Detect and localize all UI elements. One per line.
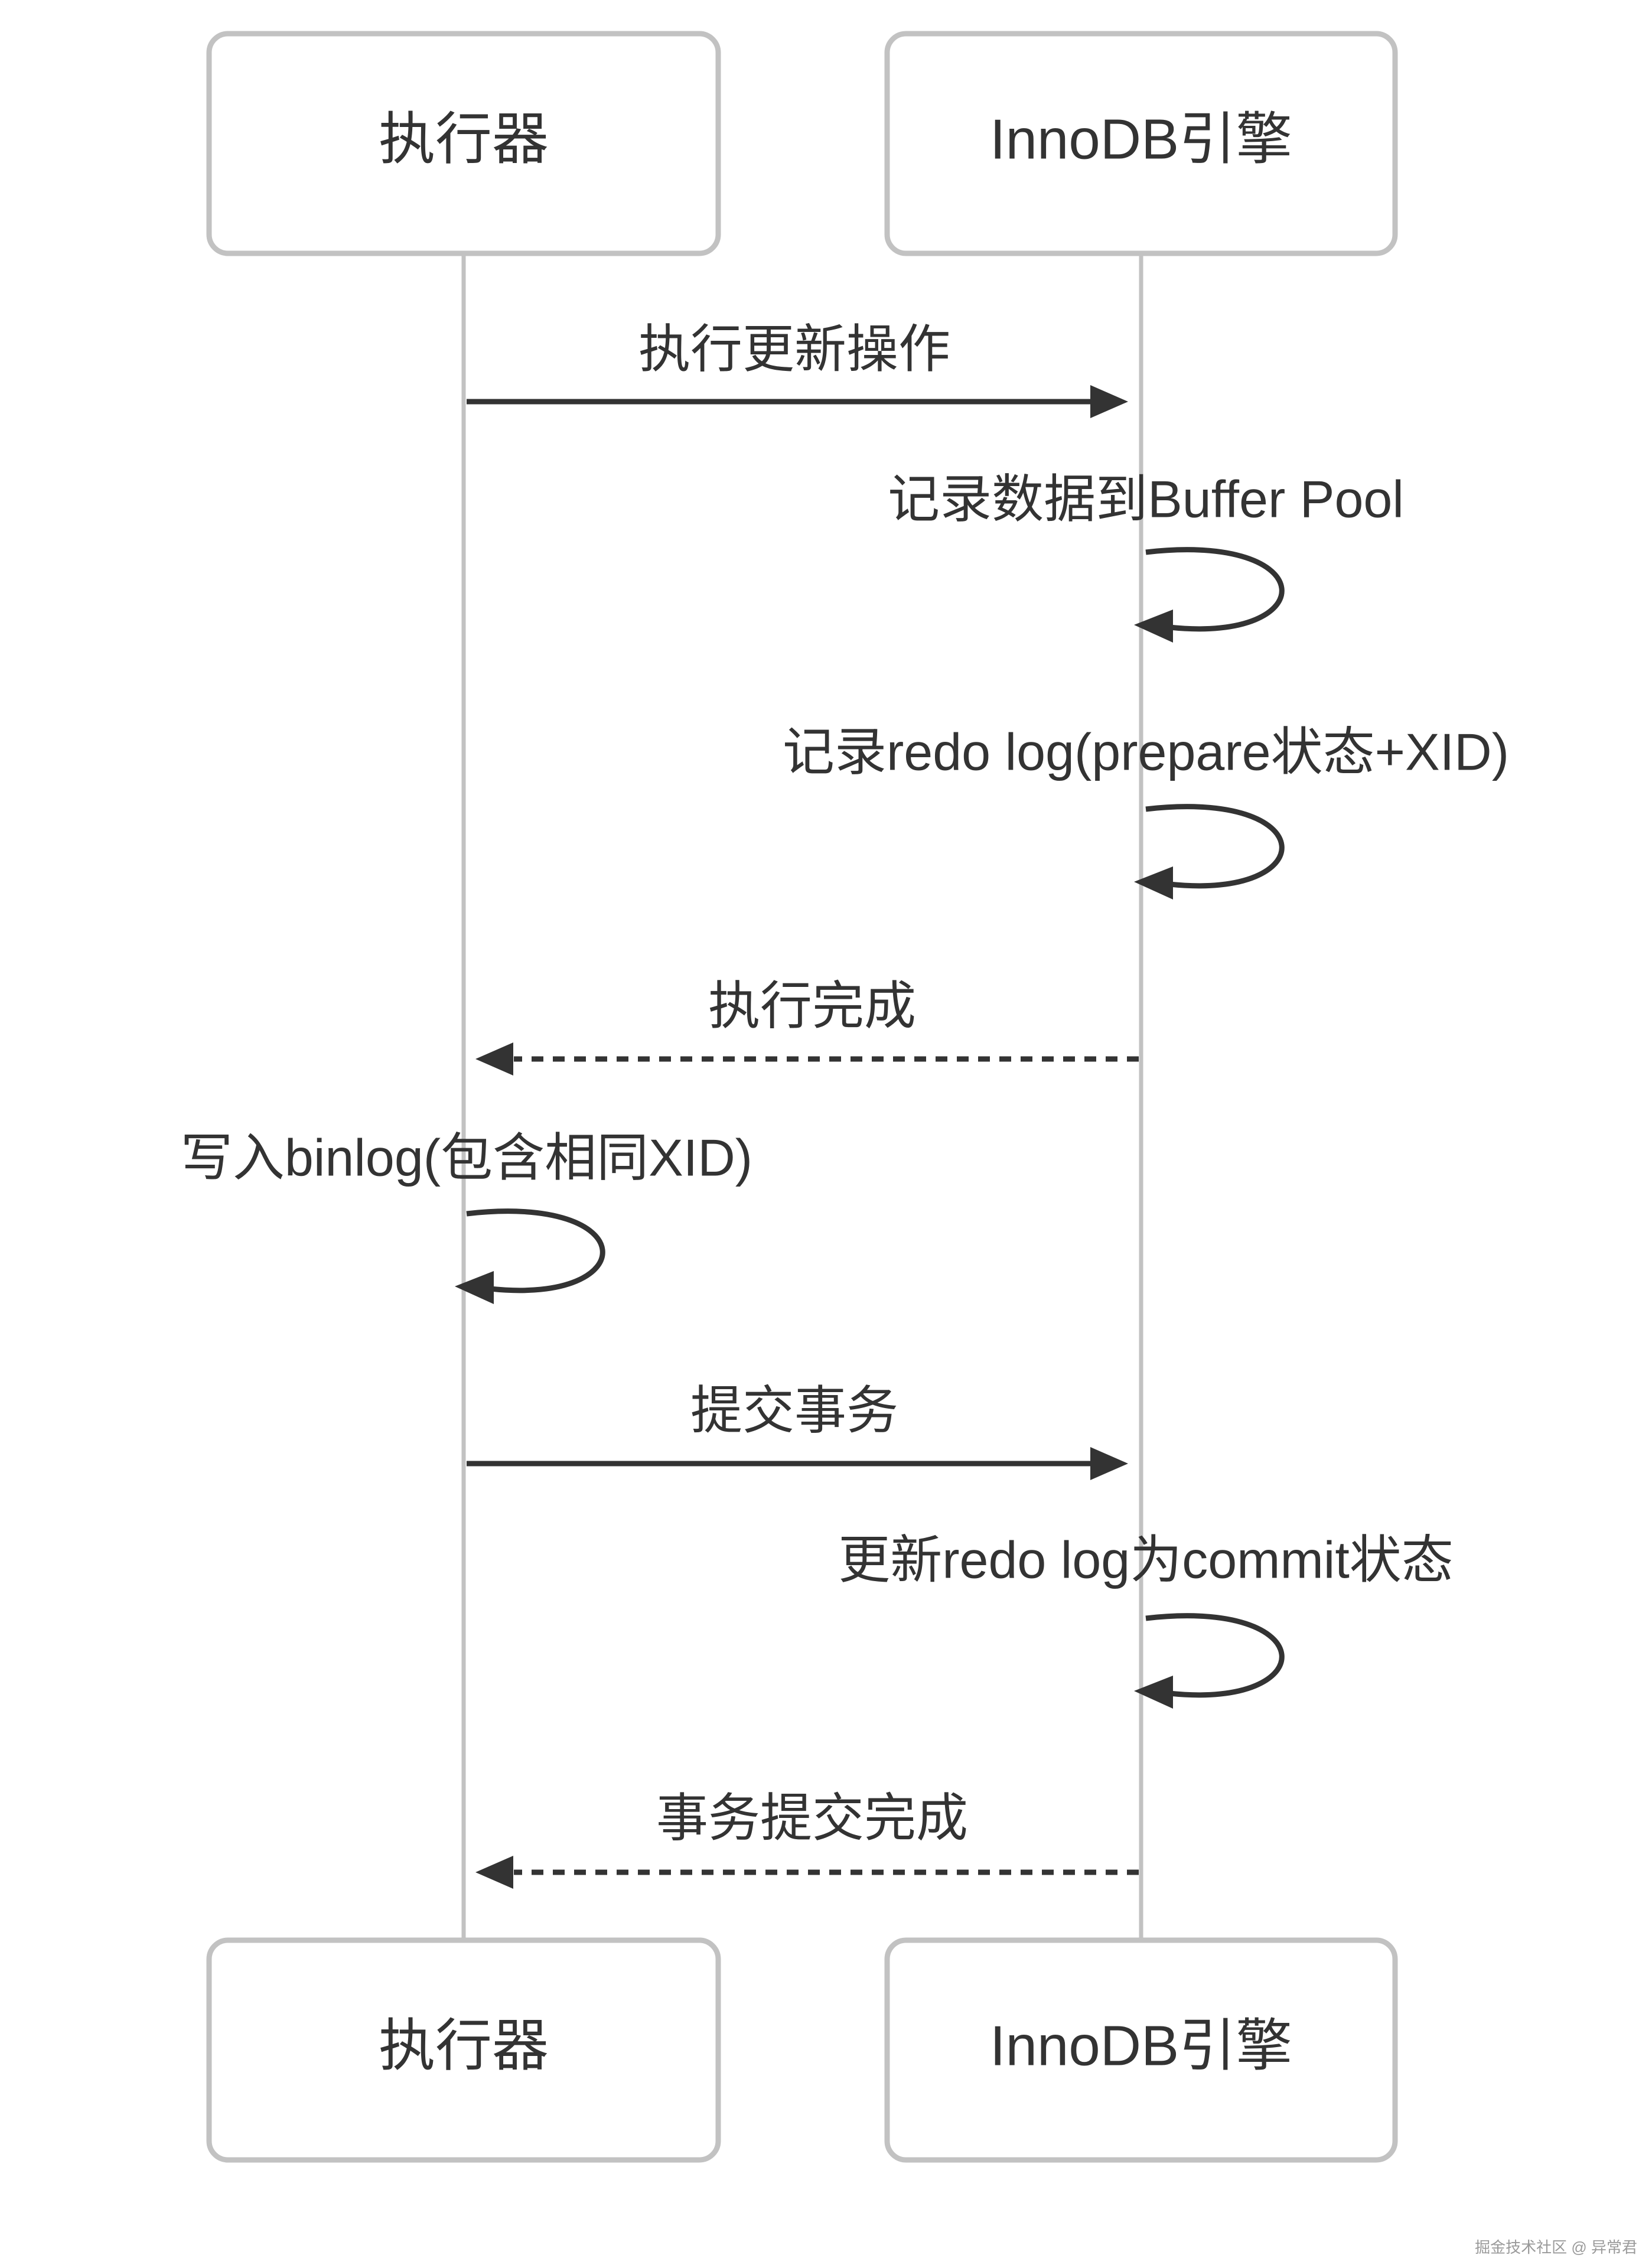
message-commit-transaction: 提交事务 [467,1381,1128,1480]
message-label: 记录redo log(prepare状态+XID) [783,722,1509,781]
participant-label: InnoDB引擎 [990,107,1292,171]
arrowhead-left [455,1271,494,1304]
participant-label: InnoDB引擎 [990,2014,1292,2077]
self-loop-line [1145,804,1285,889]
message-label: 记录数据到Buffer Pool [888,470,1404,528]
self-loop-line [466,1208,605,1293]
message-record-buffer-pool: 记录数据到Buffer Pool [888,470,1404,643]
self-loop-line [1145,547,1285,632]
message-label: 执行更新操作 [638,320,950,378]
message-label: 提交事务 [690,1381,898,1439]
message-update-redo-commit: 更新redo log为commit状态 [838,1530,1454,1709]
participant-innodb-bottom: InnoDB引擎 [884,1937,1398,2163]
message-label: 写入binlog(包含相同XID) [181,1128,752,1187]
participant-label: 执行器 [379,2014,549,2077]
message-execute-update: 执行更新操作 [467,320,1128,418]
message-label: 事务提交完成 [656,1788,968,1847]
message-record-redo-prepare: 记录redo log(prepare状态+XID) [783,722,1509,900]
participant-executor-top: 执行器 [206,31,721,256]
message-execute-complete: 执行完成 [475,976,1139,1076]
message-commit-complete: 事务提交完成 [475,1788,1139,1889]
arrowhead-left [475,1856,513,1889]
participant-executor-bottom: 执行器 [206,1937,721,2163]
arrowhead-left [1134,866,1173,900]
message-label: 更新redo log为commit状态 [838,1530,1454,1589]
arrowhead-right [1090,1447,1128,1480]
message-label: 执行完成 [708,976,916,1035]
message-write-binlog: 写入binlog(包含相同XID) [181,1128,752,1304]
watermark-text: 掘金技术社区 @ 异常君 [1475,2238,1637,2256]
self-loop-line [1145,1613,1285,1698]
arrowhead-left [475,1042,513,1076]
participant-label: 执行器 [379,107,549,171]
arrowhead-left [1134,610,1173,643]
arrowhead-right [1090,385,1128,418]
arrowhead-left [1134,1676,1173,1709]
participant-innodb-top: InnoDB引擎 [884,31,1398,256]
